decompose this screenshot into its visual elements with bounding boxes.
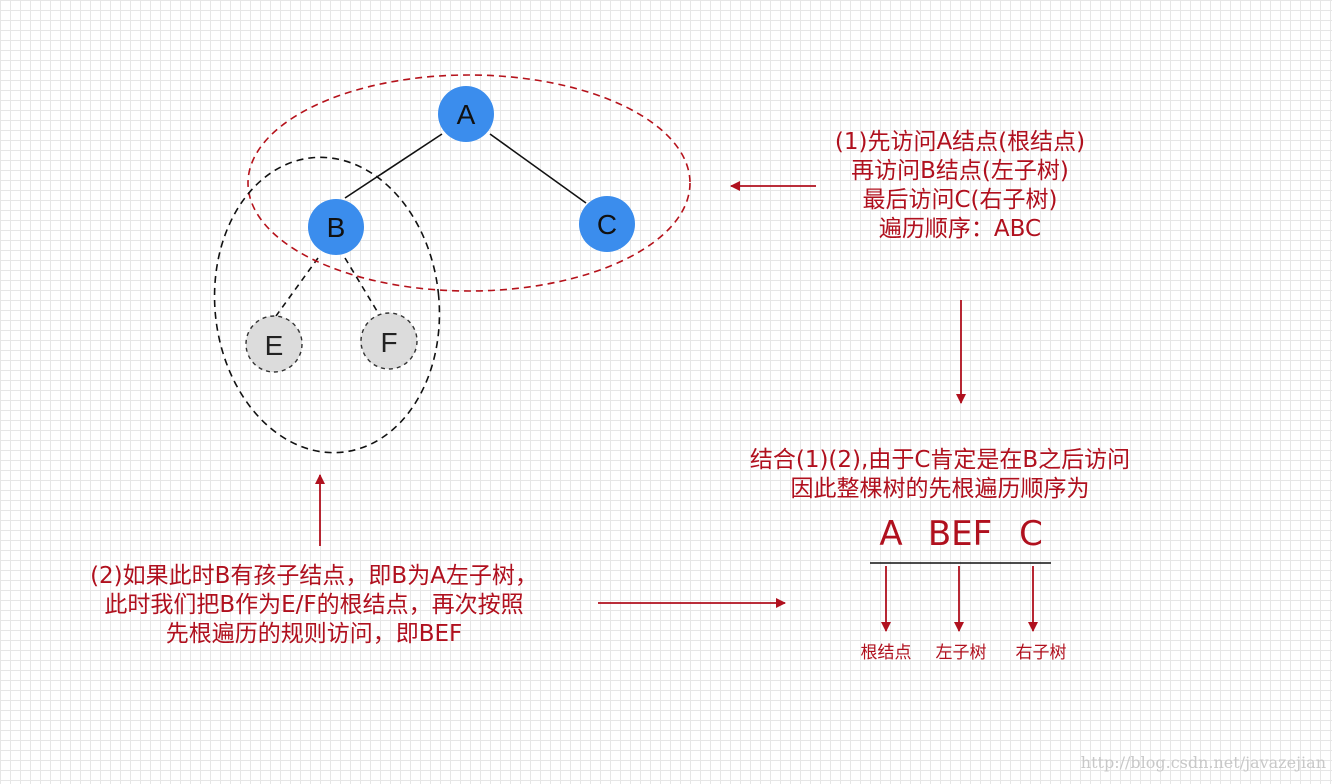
note-2-line-3: 先根遍历的规则访问，即BEF xyxy=(165,621,463,647)
note-3-line-2: 因此整棵树的先根遍历顺序为 xyxy=(790,476,1090,502)
node-e xyxy=(245,315,303,373)
label-root: 根结点 xyxy=(860,643,912,663)
node-a-label: A xyxy=(457,99,476,130)
label-right: 右子树 xyxy=(1015,643,1067,663)
group-ellipse-abc xyxy=(247,74,691,292)
note-2-line-2: 此时我们把B作为E/F的根结点，再次按照 xyxy=(104,592,524,618)
edge-a-b xyxy=(344,133,443,199)
note-1: (1)先访问A结点(根结点) 再访问B结点(左子树) 最后访问C(右子树) 遍历… xyxy=(760,128,1160,244)
node-f-label: F xyxy=(380,327,397,358)
node-c xyxy=(579,196,635,252)
note-1-line-1: (1)先访问A结点(根结点) xyxy=(834,129,1086,155)
note-1-line-4: 遍历顺序：ABC xyxy=(878,216,1042,242)
sequence-root: A xyxy=(879,514,903,554)
label-left: 左子树 xyxy=(935,643,987,663)
watermark: http://blog.csdn.net/javazejian xyxy=(1080,753,1326,772)
node-b xyxy=(308,199,364,255)
sequence-left: BEF xyxy=(927,514,993,554)
note-3-line-1: 结合(1)(2),由于C肯定是在B之后访问 xyxy=(749,447,1131,473)
note-3: 结合(1)(2),由于C肯定是在B之后访问 因此整棵树的先根遍历顺序为 xyxy=(640,446,1240,504)
node-e-label: E xyxy=(265,330,284,361)
note-1-line-2: 再访问B结点(左子树) xyxy=(851,158,1069,184)
node-b-label: B xyxy=(327,212,346,243)
sequence-right: C xyxy=(1019,514,1043,554)
edge-b-e xyxy=(275,257,319,317)
note-1-line-3: 最后访问C(右子树) xyxy=(862,187,1058,213)
node-c-label: C xyxy=(597,209,617,240)
edge-b-f xyxy=(344,257,381,317)
edge-a-c xyxy=(489,133,587,204)
note-2: (2)如果此时B有孩子结点，即B为A左子树， 此时我们把B作为E/F的根结点，再… xyxy=(14,562,614,649)
group-ellipse-bef xyxy=(213,156,441,454)
note-2-line-1: (2)如果此时B有孩子结点，即B为A左子树， xyxy=(90,563,538,589)
node-a xyxy=(438,86,494,142)
node-f xyxy=(360,312,418,370)
